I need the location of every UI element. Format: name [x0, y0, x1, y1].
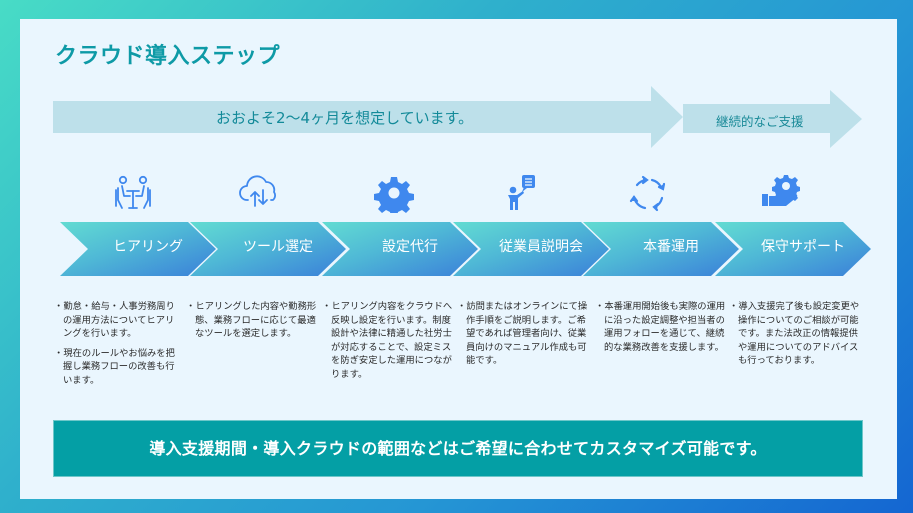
bullet: ・ヒアリングした内容や勤務形態、業務フローに応じて最適なツールを選定します。 [186, 301, 317, 340]
step-description-briefing: ・訪問またはオンラインにて操作手順をご説明します。ご希望であれば管理者向け、従業… [457, 300, 593, 374]
step-label-briefing: 従業員説明会 [499, 239, 583, 255]
bullet: ・勤怠・給与・人事労務周りの運用方法についてヒアリングを行います。 [54, 301, 175, 340]
timeline-main-label: おおよそ2〜4ヶ月を想定しています。 [216, 109, 474, 127]
step-label-tool-selection: ツール選定 [243, 239, 313, 255]
customization-banner: 導入支援期間・導入クラウドの範囲などはご希望に合わせてカスタマイズ可能です。 [53, 420, 863, 477]
meeting-icon [113, 174, 153, 214]
step-label-setup: 設定代行 [382, 239, 438, 255]
page-title: クラウド導入ステップ [55, 44, 281, 69]
step-chevron [583, 222, 739, 276]
timeline-continuation-label: 継続的なご支援 [716, 114, 804, 129]
presenter-icon [505, 172, 545, 212]
step-chevron [453, 222, 609, 276]
bullet: ・訪問またはオンラインにて操作手順をご説明します。ご希望であれば管理者向け、従業… [457, 301, 588, 367]
step-description-support: ・導入支援完了後も設定変更や操作についてのご相談が可能です。また法改正の情報提供… [729, 300, 867, 374]
bullet: ・導入支援完了後も設定変更や操作についてのご相談が可能です。また法改正の情報提供… [729, 301, 860, 367]
step-chevron [60, 222, 216, 276]
hand-gear-icon [760, 172, 800, 212]
cycle-arrows-icon [628, 174, 668, 214]
bullet: ・現在のルールやお悩みを把握し業務フローの改善も行います。 [54, 347, 175, 386]
timeline-main-arrow [53, 86, 683, 148]
bullet: ・ヒアリング内容をクラウドへ反映し設定を行います。制度設計や法律に精通した社労士… [322, 301, 453, 380]
bullet: ・本番運用開始後も実際の運用に沿った設定調整や担当者の運用フォローを通じて、継続… [595, 301, 726, 353]
cloud-sync-icon [238, 172, 278, 212]
step-description-tool-selection: ・ヒアリングした内容や勤務形態、業務フローに応じて最適なツールを選定します。 [186, 300, 320, 347]
banner-text: 導入支援期間・導入クラウドの範囲などはご希望に合わせてカスタマイズ可能です。 [149, 439, 767, 458]
step-label-support: 保守サポート [761, 239, 845, 255]
step-chevron [715, 222, 871, 276]
step-description-production: ・本番運用開始後も実際の運用に沿った設定調整や担当者の運用フォローを通じて、継続… [595, 300, 729, 360]
timeline-continuation-arrow [683, 90, 862, 148]
step-chevron [322, 222, 478, 276]
gear-icon [374, 173, 414, 217]
step-label-hearing: ヒアリング [113, 239, 183, 255]
step-label-production: 本番運用 [643, 239, 699, 255]
step-description-setup: ・ヒアリング内容をクラウドへ反映し設定を行います。制度設計や法律に精通した社労士… [322, 300, 454, 388]
step-chevron [190, 222, 346, 276]
step-description-hearing: ・勤怠・給与・人事労務周りの運用方法についてヒアリングを行います。 ・現在のルー… [54, 300, 182, 394]
